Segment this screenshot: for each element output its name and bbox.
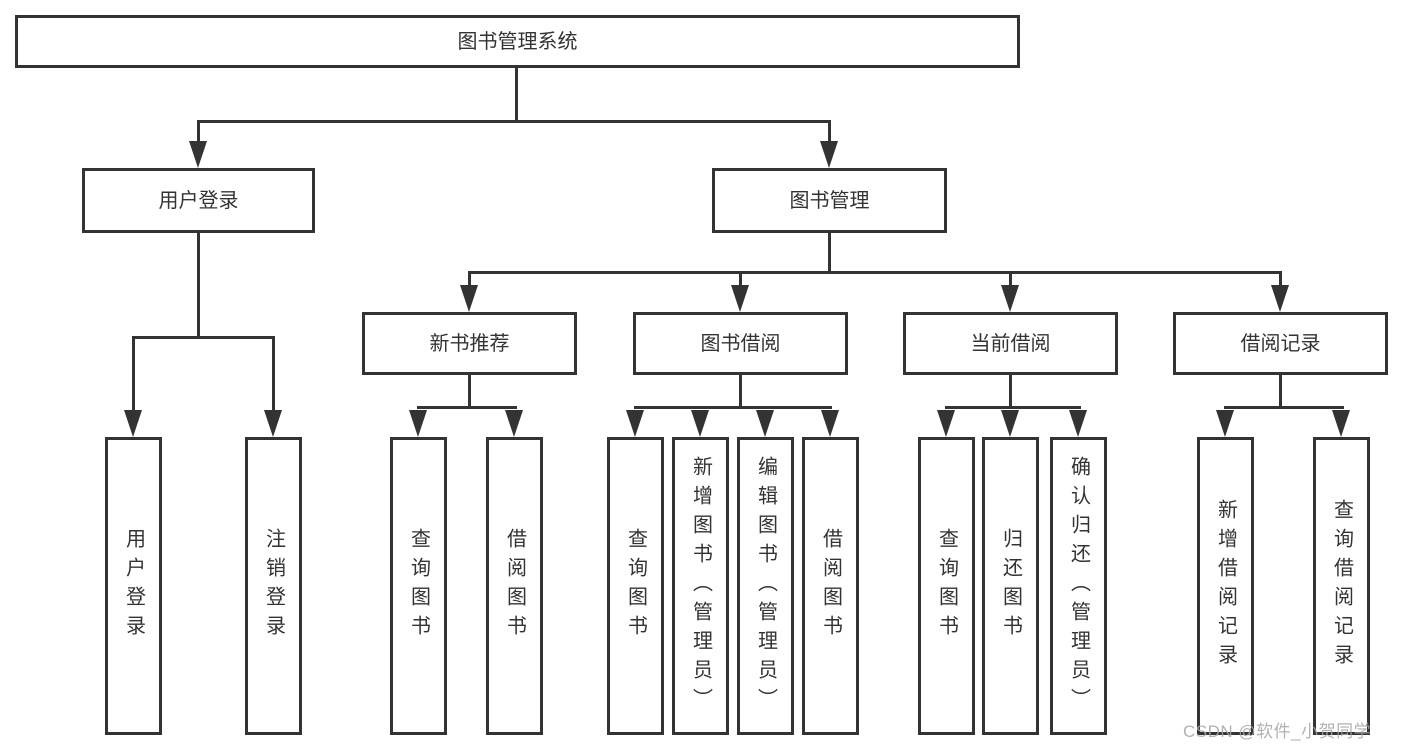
connector-line: [1009, 274, 1012, 286]
node-new-book-recommend: 新书推荐: [362, 312, 577, 375]
connector-line: [515, 68, 518, 120]
connector-arrowhead: [505, 410, 523, 437]
connector-arrowhead: [937, 410, 955, 437]
leaf-return-books: 归还图书: [982, 437, 1039, 735]
leaf-add-books-admin: 新增图书（管理员）: [672, 437, 729, 735]
connector-arrowhead: [264, 410, 282, 437]
leaf-confirm-return-admin: 确认归还（管理员）: [1050, 437, 1107, 735]
connector-line: [1279, 375, 1282, 409]
connector-line: [272, 339, 275, 410]
connector-arrowhead: [124, 410, 142, 437]
connector-line: [828, 233, 831, 271]
connector-arrowhead: [820, 141, 838, 168]
leaf-borrow-books: 借阅图书: [802, 437, 859, 735]
connector-line: [739, 274, 742, 286]
connector-arrowhead: [756, 410, 774, 437]
connector-line: [945, 406, 1081, 409]
node-current-borrow: 当前借阅: [903, 312, 1118, 375]
node-book-borrow: 图书借阅: [633, 312, 848, 375]
csdn-watermark: CSDN @软件_小贺同学: [1183, 722, 1372, 741]
connector-line: [739, 375, 742, 409]
node-book-management: 图书管理: [712, 168, 947, 233]
connector-arrowhead: [1069, 410, 1087, 437]
connector-line: [197, 233, 200, 336]
leaf-query-books-recommend: 查询图书: [390, 437, 447, 735]
connector-arrowhead: [409, 410, 427, 437]
leaf-query-books-borrow: 查询图书: [607, 437, 664, 735]
connector-arrowhead: [691, 410, 709, 437]
connector-line: [197, 120, 831, 123]
node-user-login: 用户登录: [82, 168, 315, 233]
connector-line: [1009, 375, 1012, 409]
connector-line: [468, 375, 471, 409]
connector-arrowhead: [1271, 285, 1289, 312]
connector-arrowhead: [189, 141, 207, 168]
leaf-query-books-current: 查询图书: [918, 437, 975, 735]
connector-arrowhead: [731, 285, 749, 312]
connector-line: [1224, 406, 1344, 409]
connector-arrowhead: [626, 410, 644, 437]
connector-line: [132, 339, 135, 410]
node-borrow-records: 借阅记录: [1173, 312, 1388, 375]
connector-arrowhead: [1001, 410, 1019, 437]
leaf-borrow-books-recommend: 借阅图书: [486, 437, 543, 735]
connector-arrowhead: [821, 410, 839, 437]
connector-line: [1279, 274, 1282, 286]
connector-line: [132, 336, 275, 339]
connector-arrowhead: [1001, 285, 1019, 312]
leaf-edit-books-admin: 编辑图书（管理员）: [737, 437, 794, 735]
connector-line: [468, 274, 471, 286]
connector-arrowhead: [460, 285, 478, 312]
leaf-add-borrow-record: 新增借阅记录: [1197, 437, 1254, 735]
leaf-query-borrow-record: 查询借阅记录: [1313, 437, 1370, 735]
connector-line: [417, 406, 517, 409]
node-library-system: 图书管理系统: [15, 15, 1020, 68]
connector-arrowhead: [1216, 410, 1234, 437]
connector-line: [828, 123, 831, 141]
leaf-user-login: 用户登录: [105, 437, 162, 735]
connector-arrowhead: [1332, 410, 1350, 437]
connector-line: [634, 406, 832, 409]
leaf-logout-login: 注销登录: [245, 437, 302, 735]
connector-line: [468, 271, 1282, 274]
connector-line: [197, 123, 200, 141]
